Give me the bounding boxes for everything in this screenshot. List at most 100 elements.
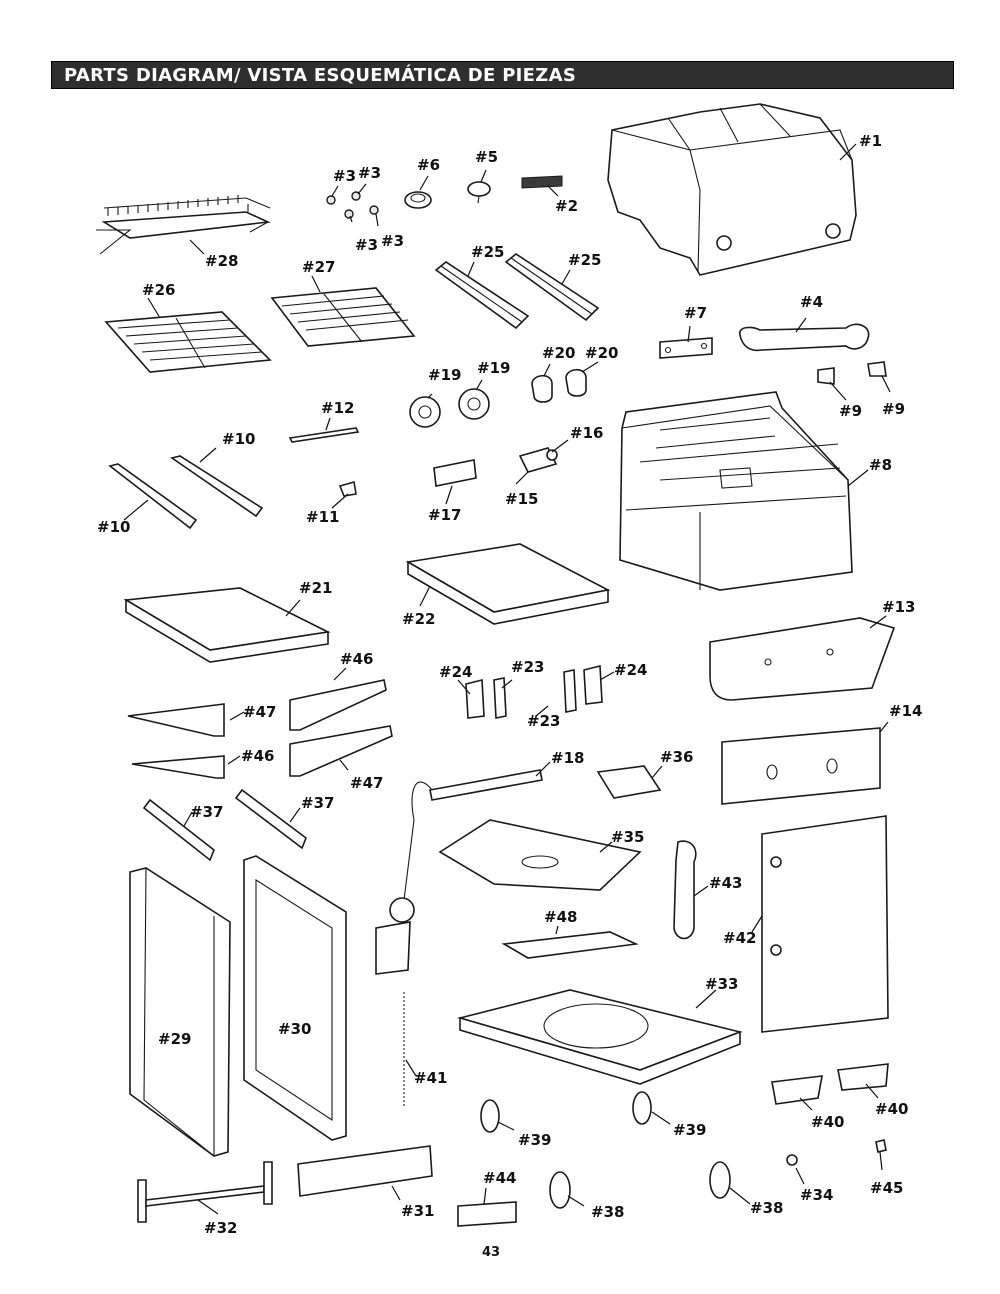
part-3-rubber-feet <box>326 191 379 219</box>
label-28: #28 <box>205 252 238 270</box>
label-29: #29 <box>158 1030 191 1048</box>
part-40-leg-levelers <box>771 1063 889 1105</box>
label-42: #42 <box>723 929 756 947</box>
label-34: #34 <box>800 1186 833 1204</box>
label-47b: #47 <box>350 774 383 792</box>
part-15-16-valve <box>518 447 558 473</box>
part-34-wing-nut <box>786 1154 798 1166</box>
label-38b: #38 <box>750 1199 783 1217</box>
part-5-temperature-gauge <box>467 181 491 204</box>
label-21: #21 <box>299 579 332 597</box>
part-27-cooking-grate <box>270 287 416 347</box>
part-23-24-small-brackets <box>465 664 603 719</box>
part-29-side-panel <box>129 867 231 1157</box>
label-46b: #46 <box>241 747 274 765</box>
part-37-rails <box>142 788 307 862</box>
part-20-control-knobs <box>531 368 587 403</box>
label-24b: #24 <box>614 661 647 679</box>
part-28-warming-rack <box>96 195 271 255</box>
part-19-burner-caps <box>409 388 490 428</box>
part-1-lid <box>607 103 857 276</box>
label-37b: #37 <box>301 794 334 812</box>
label-26: #26 <box>142 281 175 299</box>
label-32: #32 <box>204 1219 237 1237</box>
label-40a: #40 <box>811 1113 844 1131</box>
label-24a: #24 <box>439 663 472 681</box>
label-11: #11 <box>306 508 339 526</box>
label-14: #14 <box>889 702 922 720</box>
label-3d: #3 <box>381 232 404 250</box>
part-18-manifold-and-hose <box>375 769 543 975</box>
label-17: #17 <box>428 506 461 524</box>
part-39-casters <box>480 1091 652 1133</box>
part-26-cooking-grate <box>104 311 272 373</box>
part-42-door <box>761 815 889 1033</box>
part-4-lid-handle <box>739 323 870 352</box>
label-20b: #20 <box>585 344 618 362</box>
label-1: #1 <box>859 132 882 150</box>
part-33-bottom-shelf <box>456 989 743 1085</box>
page-title: PARTS DIAGRAM/ VISTA ESQUEMÁTICA DE PIEZ… <box>64 65 577 86</box>
label-15: #15 <box>505 490 538 508</box>
label-30: #30 <box>278 1020 311 1038</box>
label-48: #48 <box>544 908 577 926</box>
part-14-front-panel <box>721 727 881 805</box>
label-46a: #46 <box>340 650 373 668</box>
part-17-collector-box <box>433 459 477 487</box>
part-22-side-shelf <box>405 543 611 625</box>
label-44: #44 <box>483 1169 516 1187</box>
part-35-grease-tray <box>438 819 642 891</box>
part-48-bar <box>501 931 639 959</box>
part-9-hinges <box>817 361 887 385</box>
label-43: #43 <box>709 874 742 892</box>
page-number: 43 <box>482 1245 501 1260</box>
label-19a: #19 <box>428 366 461 384</box>
part-7-bracket <box>659 337 713 359</box>
part-12-rod <box>288 427 360 443</box>
label-20a: #20 <box>542 344 575 362</box>
part-44-clips <box>457 1201 517 1227</box>
part-45-clip <box>875 1139 887 1153</box>
label-4: #4 <box>800 293 823 311</box>
label-12: #12 <box>321 399 354 417</box>
part-36-drip-tray <box>596 765 662 799</box>
label-3c: #3 <box>355 236 378 254</box>
label-25b: #25 <box>568 251 601 269</box>
part-30-side-frame <box>243 855 347 1141</box>
label-23a: #23 <box>511 658 544 676</box>
part-11-ignitor <box>338 480 357 497</box>
label-7: #7 <box>684 304 707 322</box>
label-40b: #40 <box>875 1100 908 1118</box>
label-36: #36 <box>660 748 693 766</box>
part-6-cap <box>404 191 432 209</box>
label-45: #45 <box>870 1179 903 1197</box>
label-19b: #19 <box>477 359 510 377</box>
label-38a: #38 <box>591 1203 624 1221</box>
part-46-47-shelf-brackets <box>127 679 393 779</box>
label-27: #27 <box>302 258 335 276</box>
label-37a: #37 <box>190 803 223 821</box>
label-18: #18 <box>551 749 584 767</box>
label-16: #16 <box>570 424 603 442</box>
label-39b: #39 <box>673 1121 706 1139</box>
label-22: #22 <box>402 610 435 628</box>
label-10a: #10 <box>222 430 255 448</box>
label-2: #2 <box>555 197 578 215</box>
part-8-firebox <box>619 391 853 591</box>
part-13-control-panel <box>709 617 896 701</box>
label-8: #8 <box>869 456 892 474</box>
label-5: #5 <box>475 148 498 166</box>
part-32-brace <box>137 1161 273 1223</box>
label-47a: #47 <box>243 703 276 721</box>
label-41: #41 <box>414 1069 447 1087</box>
label-13: #13 <box>882 598 915 616</box>
part-38-casters <box>549 1161 731 1209</box>
label-25a: #25 <box>471 243 504 261</box>
label-3b: #3 <box>358 164 381 182</box>
label-9b: #9 <box>882 400 905 418</box>
part-25-heat-tents <box>434 253 600 330</box>
part-31-rear-panel <box>297 1145 433 1197</box>
part-21-side-shelf <box>123 587 331 663</box>
leader-lines <box>123 143 891 1215</box>
